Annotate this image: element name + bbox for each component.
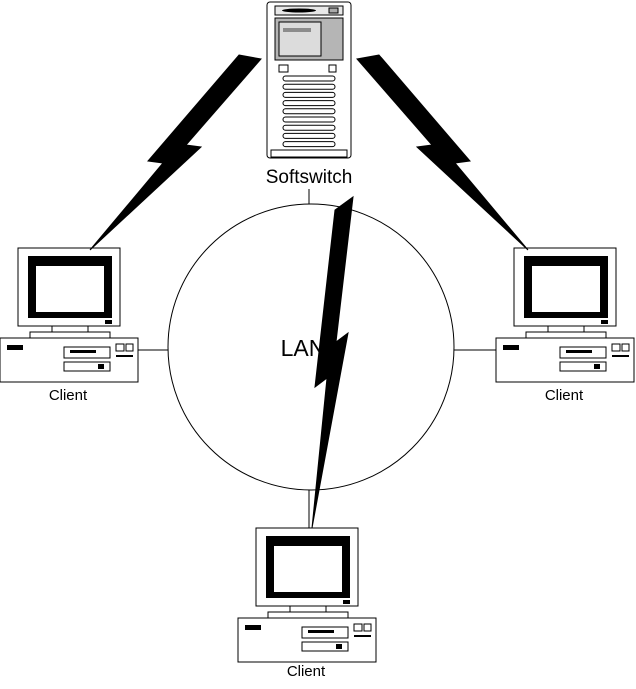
softswitch-label: Softswitch — [266, 167, 353, 188]
lightning-bolt-left — [89, 54, 262, 251]
server-vent — [282, 91, 336, 98]
lan-circle — [167, 203, 455, 491]
lightning-bolt-right — [356, 54, 529, 251]
client-left-icon — [0, 247, 139, 383]
server-vent — [282, 132, 336, 139]
server-drive-bay — [278, 21, 322, 57]
server-led — [328, 64, 337, 73]
client-bottom-label: Client — [287, 663, 326, 680]
server-vent — [282, 83, 336, 90]
client-left-label: Client — [49, 387, 88, 404]
tower-server-icon — [266, 1, 352, 159]
server-vent — [282, 116, 336, 123]
lan-label: LAN — [281, 335, 326, 361]
server-vent — [282, 100, 336, 107]
server-vent — [282, 124, 336, 131]
server-vent — [282, 141, 336, 148]
server-vent — [282, 75, 336, 82]
server-cd-button — [328, 7, 339, 14]
server-bay-slot — [283, 28, 311, 32]
client-bottom-icon — [237, 527, 377, 663]
client-right-label: Client — [545, 387, 584, 404]
server-base — [270, 149, 348, 158]
client-right-icon — [495, 247, 635, 383]
server-power-button — [278, 64, 289, 73]
lightning-bolt-middle — [311, 195, 354, 529]
server-vent — [282, 108, 336, 115]
server-cd-slot — [282, 8, 316, 13]
